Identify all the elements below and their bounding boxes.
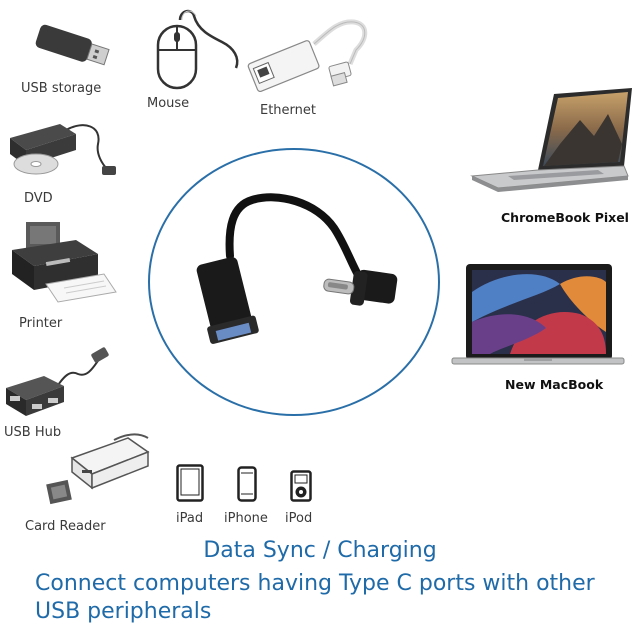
usb-hub-icon <box>6 347 109 416</box>
mouse-icon <box>156 9 239 90</box>
ipod-icon <box>290 470 312 502</box>
dvd-drive-icon <box>10 124 116 175</box>
ethernet-label: Ethernet <box>260 103 316 118</box>
new-macbook-icon <box>451 264 625 365</box>
usb-storage-icon <box>35 24 110 66</box>
ipod-label: iPod <box>285 511 313 526</box>
ethernet-adapter-icon <box>247 19 368 93</box>
card-reader-icon <box>46 433 150 505</box>
usb-c-otg-cable-icon <box>196 193 398 344</box>
iphone-icon <box>237 466 257 502</box>
macbook-label: New MacBook <box>505 377 604 392</box>
chromebook-label: ChromeBook Pixel <box>501 210 629 225</box>
ipad-icon <box>176 464 204 502</box>
caption-title: Data Sync / Charging <box>203 538 437 563</box>
iphone-label: iPhone <box>224 511 268 526</box>
caption-description: Connect computers having Type C ports wi… <box>35 571 595 624</box>
usb-storage-label: USB storage <box>21 81 102 96</box>
printer-icon <box>12 222 117 303</box>
chromebook-pixel-icon <box>470 88 632 192</box>
center-highlight-circle <box>148 148 440 416</box>
card-reader-label: Card Reader <box>25 519 106 534</box>
dvd-label: DVD <box>24 191 53 206</box>
ipad-label: iPad <box>176 511 204 526</box>
usb-hub-label: USB Hub <box>4 425 62 440</box>
mouse-label: Mouse <box>147 96 190 111</box>
printer-label: Printer <box>19 316 63 331</box>
